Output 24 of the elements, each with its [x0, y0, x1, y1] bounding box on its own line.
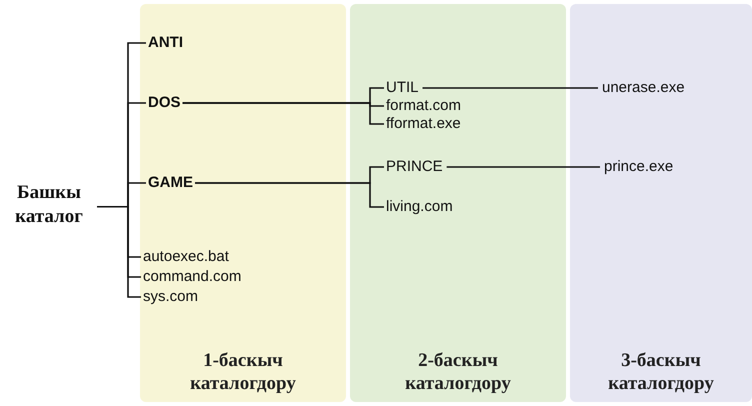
- level-band: [570, 4, 752, 402]
- file-label: format.com: [386, 97, 462, 115]
- tree-connector: [195, 182, 384, 208]
- level-band: [140, 4, 346, 402]
- level-band: [350, 4, 566, 402]
- file-label: living.com: [386, 198, 453, 216]
- file-label: fformat.exe: [386, 115, 461, 133]
- folder-label: DOS: [148, 94, 181, 112]
- root-label: Башкы каталог: [3, 181, 95, 228]
- file-label: command.com: [143, 268, 242, 286]
- folder-label: GAME: [148, 174, 193, 192]
- tree-connector: [446, 166, 600, 168]
- level-heading: 2-баскыч каталогдору: [404, 350, 512, 396]
- file-label: prince.exe: [604, 158, 674, 176]
- tree-connector: [422, 87, 598, 89]
- file-label: autoexec.bat: [143, 248, 229, 266]
- level-heading: 3-баскыч каталогдору: [607, 350, 715, 396]
- file-label: sys.com: [143, 288, 198, 306]
- folder-label: ANTI: [148, 34, 183, 52]
- level-heading: 1-баскыч каталогдору: [189, 350, 297, 396]
- folder-label: PRINCE: [386, 158, 443, 176]
- file-label: unerase.exe: [602, 79, 685, 97]
- folder-label: UTIL: [386, 79, 419, 97]
- tree-connector: [182, 102, 384, 125]
